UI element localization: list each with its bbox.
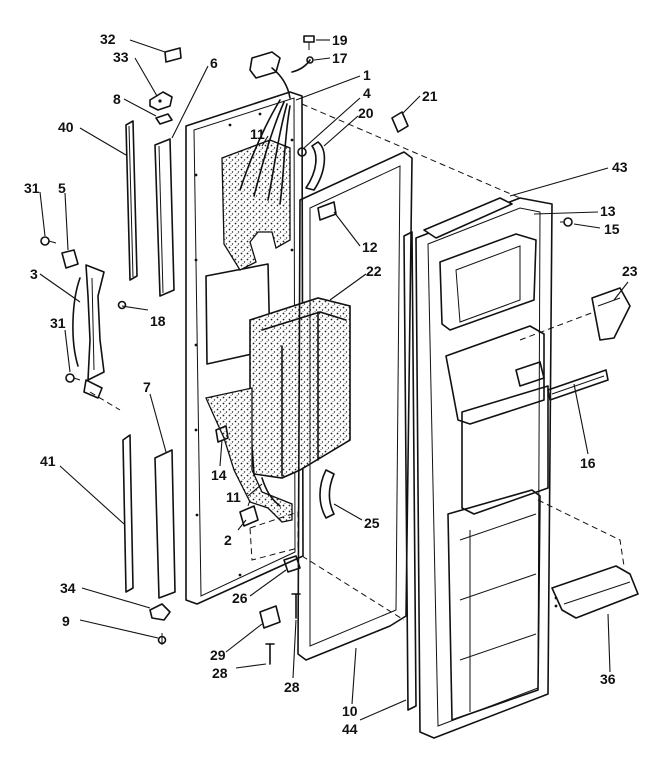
callout-31-lower: 31 (50, 315, 66, 331)
label-part-12 (317, 201, 337, 221)
hinge-block-part-29 (259, 605, 281, 629)
callout-31-upper: 31 (24, 180, 40, 196)
callout-11-upper: 11 (250, 126, 265, 142)
screw-part-31-upper (40, 236, 57, 246)
foam-insulation-lower (205, 387, 293, 523)
handle-clip-part-5 (61, 249, 79, 269)
tube-part-20 (305, 141, 326, 191)
callout-15: 15 (604, 221, 620, 237)
screw-part-15 (560, 217, 573, 227)
wire-harness-part-11-lower (261, 477, 281, 507)
callout-17: 17 (332, 50, 348, 66)
callout-10: 10 (342, 703, 358, 719)
callout-5: 5 (58, 180, 66, 196)
callout-1: 1 (363, 67, 371, 83)
callout-19: 19 (332, 32, 348, 48)
callout-32: 32 (100, 31, 116, 47)
door-gasket-part-10 (297, 151, 413, 661)
callout-3: 3 (30, 266, 38, 282)
callout-2: 2 (224, 532, 232, 548)
callout-4: 4 (363, 85, 371, 101)
screw-part-31-lower (65, 373, 81, 383)
callout-7: 7 (143, 379, 151, 395)
bracket-part-34 (149, 603, 171, 621)
callout-34: 34 (60, 580, 76, 596)
callout-16: 16 (580, 455, 596, 471)
small-label-part-32 (164, 47, 182, 63)
callout-29: 29 (210, 647, 226, 663)
callout-6: 6 (210, 55, 218, 71)
wire-connector-top (249, 51, 311, 99)
callout-22: 22 (366, 263, 382, 279)
callout-26: 26 (232, 590, 248, 606)
callout-8: 8 (113, 91, 121, 107)
callout-44: 44 (342, 721, 358, 737)
foam-insulation-upper (221, 139, 291, 271)
callout-36: 36 (600, 671, 616, 687)
callout-labels: 32 33 6 8 40 31 5 3 31 18 7 41 34 9 19 1… (24, 31, 638, 737)
liner-bin-lower (447, 489, 541, 721)
callout-23: 23 (622, 263, 638, 279)
trim-strip-part-7 (154, 449, 176, 599)
screw-part-4 (297, 147, 307, 157)
screw-part-9 (157, 633, 167, 645)
assembly-dashed-lines (89, 103, 625, 621)
rail-part-16 (547, 369, 609, 401)
callout-28-right: 28 (284, 679, 300, 695)
screw-part-18 (117, 300, 127, 310)
clip-part-8 (155, 113, 173, 125)
callout-25: 25 (364, 515, 380, 531)
callout-41: 41 (40, 453, 56, 469)
strip-part-44 (403, 231, 417, 711)
callout-9: 9 (62, 613, 70, 629)
trim-strip-part-40 (125, 120, 138, 281)
trim-strip-part-41 (122, 434, 134, 593)
callout-28-left: 28 (212, 665, 228, 681)
panel-mounting-holes (194, 112, 294, 577)
grommet-part-21 (391, 111, 409, 133)
trim-strip-part-6 (154, 138, 175, 297)
switch-part-2 (239, 499, 259, 527)
door-handle-part-3 (72, 264, 105, 399)
callout-40: 40 (58, 119, 74, 135)
hinge-part-26 (283, 555, 301, 573)
screw-part-19 (303, 35, 315, 50)
callout-20: 20 (358, 105, 374, 121)
chute-tube-part-25 (319, 469, 335, 519)
hinge-bracket-part-33 (149, 91, 173, 111)
callout-43: 43 (612, 159, 628, 175)
liner-bin-upper (439, 233, 537, 331)
callout-11-lower: 11 (226, 489, 241, 505)
bracket-dashed-outline (249, 511, 299, 561)
leader-lines (39, 39, 629, 721)
callout-18: 18 (150, 313, 166, 329)
callout-33: 33 (113, 49, 129, 65)
clip-part-14 (215, 425, 229, 443)
screw-part-28-lower (265, 643, 275, 665)
callout-13: 13 (600, 203, 616, 219)
callout-12: 12 (362, 239, 378, 255)
top-trim-part-43 (423, 197, 513, 239)
shelf-bin-part-36 (551, 565, 639, 619)
callout-21: 21 (422, 88, 438, 104)
chute-door-part-23 (591, 287, 631, 341)
wire-harness-part-11-upper (239, 99, 291, 205)
door-liner-part-13 (415, 197, 553, 739)
callout-14: 14 (211, 467, 227, 483)
liner-dispenser-cavity (445, 325, 549, 515)
washer-part-17 (306, 56, 314, 64)
